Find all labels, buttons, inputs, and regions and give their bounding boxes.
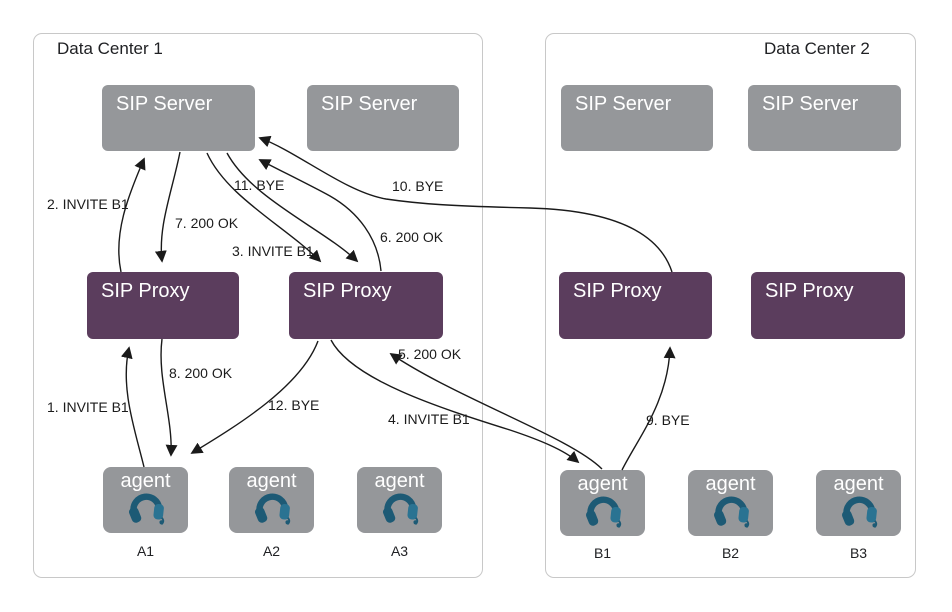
data-center-2-title: Data Center 2 — [764, 39, 870, 58]
headset-icon — [128, 493, 164, 525]
message-label-3: 3. INVITE B1 — [232, 243, 314, 259]
message-label-2: 2. INVITE B1 — [47, 196, 129, 212]
agent-label: agent — [246, 470, 297, 492]
message-label-7: 7. 200 OK — [175, 215, 239, 231]
agent-id-b3: B3 — [849, 545, 868, 561]
agent-id-b1: B1 — [593, 545, 612, 561]
headset-icon — [713, 496, 749, 528]
data-center-1-title: Data Center 1 — [57, 39, 163, 58]
sip-server-dc1-right: SIP Server — [307, 85, 459, 151]
sip-proxy-dc1-left: SIP Proxy — [87, 272, 239, 339]
headset-icon — [585, 496, 621, 528]
sip-server-dc1-left: SIP Server — [102, 85, 255, 151]
agent-label: agent — [120, 470, 171, 492]
agent-box-a2: agent — [229, 467, 314, 533]
agent-id-b2: B2 — [721, 545, 740, 561]
agent-label: agent — [705, 473, 756, 495]
message-label-5: 5. 200 OK — [398, 346, 462, 362]
message-label-10: 10. BYE — [392, 178, 444, 194]
message-label-1: 1. INVITE B1 — [47, 399, 129, 415]
agent-id-a2: A2 — [262, 543, 281, 559]
headset-icon — [382, 493, 418, 525]
message-label-6: 6. 200 OK — [380, 229, 444, 245]
message-label-12: 12. BYE — [268, 397, 320, 413]
agent-box-b2: agent — [688, 470, 773, 536]
headset-icon — [254, 493, 290, 525]
agent-label: agent — [577, 473, 628, 495]
message-label-4: 4. INVITE B1 — [388, 411, 470, 427]
agent-id-a3: A3 — [390, 543, 409, 559]
headset-icon — [841, 496, 877, 528]
agent-box-b3: agent — [816, 470, 901, 536]
agent-box-a1: agent — [103, 467, 188, 533]
message-label-11: 11. BYE — [234, 177, 285, 193]
sip-proxy-dc2-right: SIP Proxy — [751, 272, 905, 339]
agent-label: agent — [374, 470, 425, 492]
sip-proxy-dc1-right: SIP Proxy — [289, 272, 443, 339]
agent-box-a3: agent — [357, 467, 442, 533]
sip-server-dc2-left: SIP Server — [561, 85, 713, 151]
message-label-9: 9. BYE — [646, 412, 690, 428]
sip-proxy-dc2-left: SIP Proxy — [559, 272, 712, 339]
sip-server-dc2-right: SIP Server — [748, 85, 901, 151]
agent-label: agent — [833, 473, 884, 495]
agent-id-a1: A1 — [136, 543, 155, 559]
agent-box-b1: agent — [560, 470, 645, 536]
message-label-8: 8. 200 OK — [169, 365, 233, 381]
